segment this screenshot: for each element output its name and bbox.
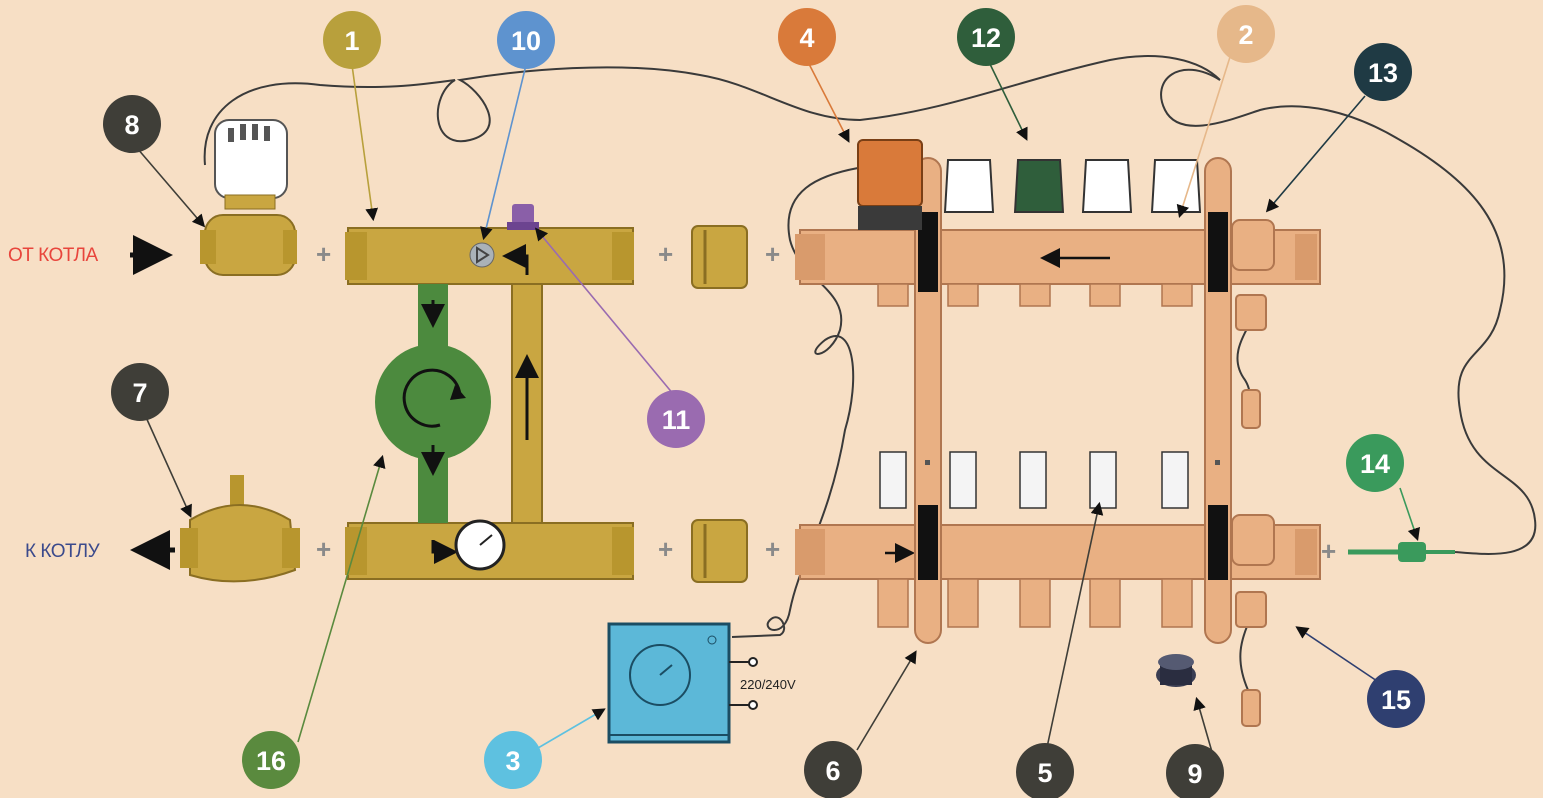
end-cap-nut	[1156, 654, 1196, 687]
plus-sign: +	[658, 239, 673, 269]
badge-number: 11	[662, 405, 691, 435]
plus-sign: +	[316, 239, 331, 269]
lower-outlets	[877, 578, 1193, 628]
badge-4: 4	[778, 8, 836, 66]
voltage-label: 220/240V	[740, 677, 796, 692]
badge-number: 10	[511, 26, 541, 56]
plus-sign: +	[316, 534, 331, 564]
badge-number: 3	[505, 746, 520, 776]
temperature-sensor	[1348, 542, 1455, 562]
badge-13: 13	[1354, 43, 1412, 101]
manifold	[795, 139, 1321, 727]
badge-12: 12	[957, 8, 1015, 66]
badge-number: 8	[124, 110, 139, 140]
flow-meters	[879, 451, 1189, 509]
badge-14: 14	[1346, 434, 1404, 492]
badge-number: 2	[1238, 20, 1253, 50]
badge-circle	[647, 390, 705, 448]
badge-number: 15	[1381, 685, 1411, 715]
badge-7: 7	[111, 363, 169, 421]
badge-number: 13	[1368, 58, 1398, 88]
badge-5: 5	[1016, 743, 1074, 798]
badge-circle	[1354, 43, 1412, 101]
badge-3: 3	[484, 731, 542, 789]
badge-circle	[242, 731, 300, 789]
badge-number: 1	[344, 26, 359, 56]
bypass-valve	[469, 242, 495, 268]
plus-sign: +	[765, 239, 780, 269]
thermo-head-cable	[203, 55, 1221, 166]
plus-sign: +	[765, 534, 780, 564]
badge-number: 7	[132, 378, 147, 408]
room-thermostat	[607, 622, 758, 744]
badge-2: 2	[1217, 5, 1275, 63]
air-vent	[512, 204, 534, 224]
badge-circle	[1166, 744, 1224, 798]
badge-circle	[957, 8, 1015, 66]
badge-10: 10	[497, 11, 555, 69]
badge-circle	[111, 363, 169, 421]
badge-number: 16	[256, 746, 286, 776]
badge-circle	[1367, 670, 1425, 728]
sensor-cables	[203, 55, 1537, 691]
plus-sign: +	[1321, 536, 1336, 566]
fitting-upper	[691, 225, 748, 289]
fitting-lower	[691, 519, 748, 583]
circulation-pump	[375, 344, 491, 460]
mixing-valve	[180, 475, 300, 583]
thermostatic-valve	[200, 119, 297, 276]
badge-circle	[103, 95, 161, 153]
valve-caps	[943, 159, 1202, 213]
badge-number: 14	[1360, 449, 1390, 479]
upper-outlets	[877, 283, 1193, 307]
plus-sign: +	[658, 534, 673, 564]
air-vent-valves	[1231, 219, 1275, 727]
sensor-left-cable	[1236, 319, 1253, 401]
badge-15: 15	[1367, 670, 1425, 728]
badge-number: 6	[825, 756, 840, 786]
to-boiler-label: К КОТЛУ	[25, 541, 101, 562]
badge-circle	[484, 731, 542, 789]
badge-circle	[323, 11, 381, 69]
actuator	[857, 139, 923, 207]
badge-circle	[497, 11, 555, 69]
badge-circle	[778, 8, 836, 66]
badge-number: 4	[799, 23, 814, 53]
from-boiler-label: ОТ КОТЛА	[8, 245, 98, 266]
badge-circle	[804, 741, 862, 798]
callout-leaders	[136, 56, 1420, 753]
badge-1: 1	[323, 11, 381, 69]
badge-9: 9	[1166, 744, 1224, 798]
badge-circle	[1217, 5, 1275, 63]
badge-8: 8	[103, 95, 161, 153]
badge-number: 9	[1187, 759, 1202, 789]
badge-6: 6	[804, 741, 862, 798]
badge-11: 11	[647, 390, 705, 448]
badge-number: 5	[1037, 758, 1052, 788]
pump-group	[345, 204, 634, 580]
badge-circle	[1016, 743, 1074, 798]
long-sensor-cable	[1160, 68, 1537, 555]
badge-number: 12	[971, 23, 1001, 53]
badge-16: 16	[242, 731, 300, 789]
actuator-cable	[731, 167, 859, 638]
badge-circle	[1346, 434, 1404, 492]
